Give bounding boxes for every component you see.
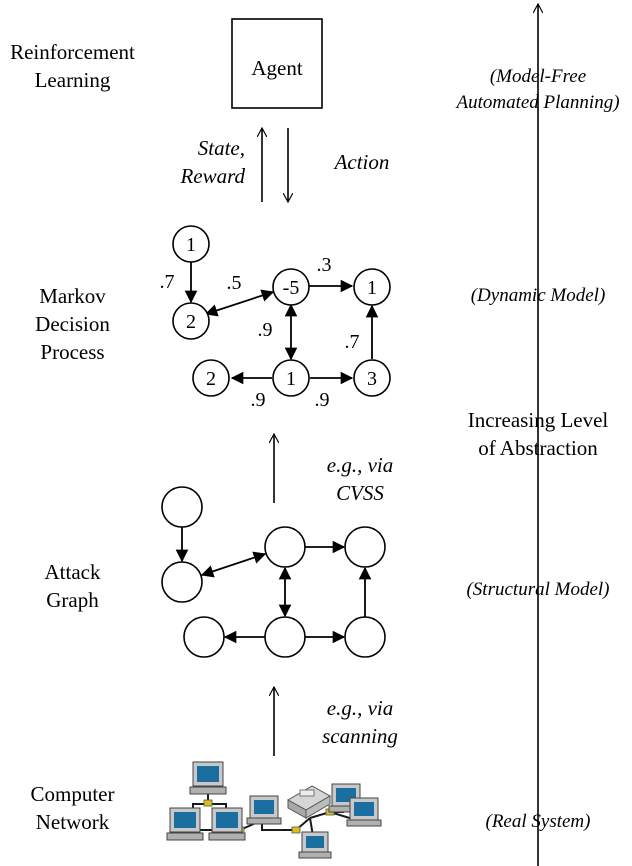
mdp-node [172, 225, 210, 263]
mdp-edge-label: .9 [251, 389, 266, 411]
agent-label: Agent [251, 56, 302, 80]
mdp-edge-label: .9 [258, 319, 273, 341]
state-reward-label: State, Reward [180, 136, 245, 188]
agent-box [231, 18, 323, 109]
mdp-edge-label: .7 [345, 331, 360, 353]
attack-node [344, 526, 386, 568]
mdp-edge [204, 289, 275, 317]
mdp-node [353, 268, 391, 306]
mdp-node-value: 2 [186, 311, 196, 333]
mdp-node-value: -5 [283, 277, 300, 299]
level-label-attack: Attack Graph [44, 560, 101, 612]
attack-graph [175, 527, 372, 644]
attack-node [264, 616, 306, 658]
mdp-edge-label: .7 [160, 271, 175, 293]
mdp-node-value: 1 [367, 277, 377, 299]
attack-node [183, 616, 225, 658]
mdp-edge-label: .3 [317, 254, 332, 276]
attack-node [344, 616, 386, 658]
attack-node [264, 526, 306, 568]
attack-nodes [161, 486, 386, 658]
structural-model-label: (Structural Model) [446, 576, 630, 604]
attack-node [161, 486, 203, 528]
level-label-rl: Reinforcement Learning [10, 40, 135, 92]
mdp-node-value: 2 [206, 368, 216, 390]
mdp-node [172, 302, 210, 340]
mdp-node-value: 1 [286, 368, 296, 390]
dynamic-model-label: (Dynamic Model) [450, 282, 626, 310]
mdp-edge-label: .5 [227, 272, 242, 294]
mdp-node [353, 359, 391, 397]
level-label-mdp: Markov Decision Process [35, 284, 110, 364]
attack-edge [200, 551, 267, 578]
abstraction-label: Increasing Level of Abstraction [450, 406, 626, 462]
mdp-node [272, 359, 310, 397]
attack-node [161, 561, 203, 603]
action-label: Action [334, 150, 390, 174]
mdp-graph [184, 262, 379, 385]
mdp-node [272, 268, 310, 306]
mdp-node-value: 1 [186, 234, 196, 256]
mdp-nodes [172, 225, 391, 397]
computer-network-icon [166, 761, 382, 859]
real-system-label: (Real System) [460, 808, 616, 836]
mdp-node-value: 3 [367, 368, 377, 390]
mdp-edge-label: .9 [315, 389, 330, 411]
model-free-label: (Model-Free Automated Planning) [440, 64, 632, 116]
cvss-label: e.g., via CVSS [326, 453, 394, 505]
mdp-node [192, 359, 230, 397]
scanning-label: e.g., via scanning [322, 696, 398, 748]
level-label-network: Computer Network [30, 782, 115, 834]
